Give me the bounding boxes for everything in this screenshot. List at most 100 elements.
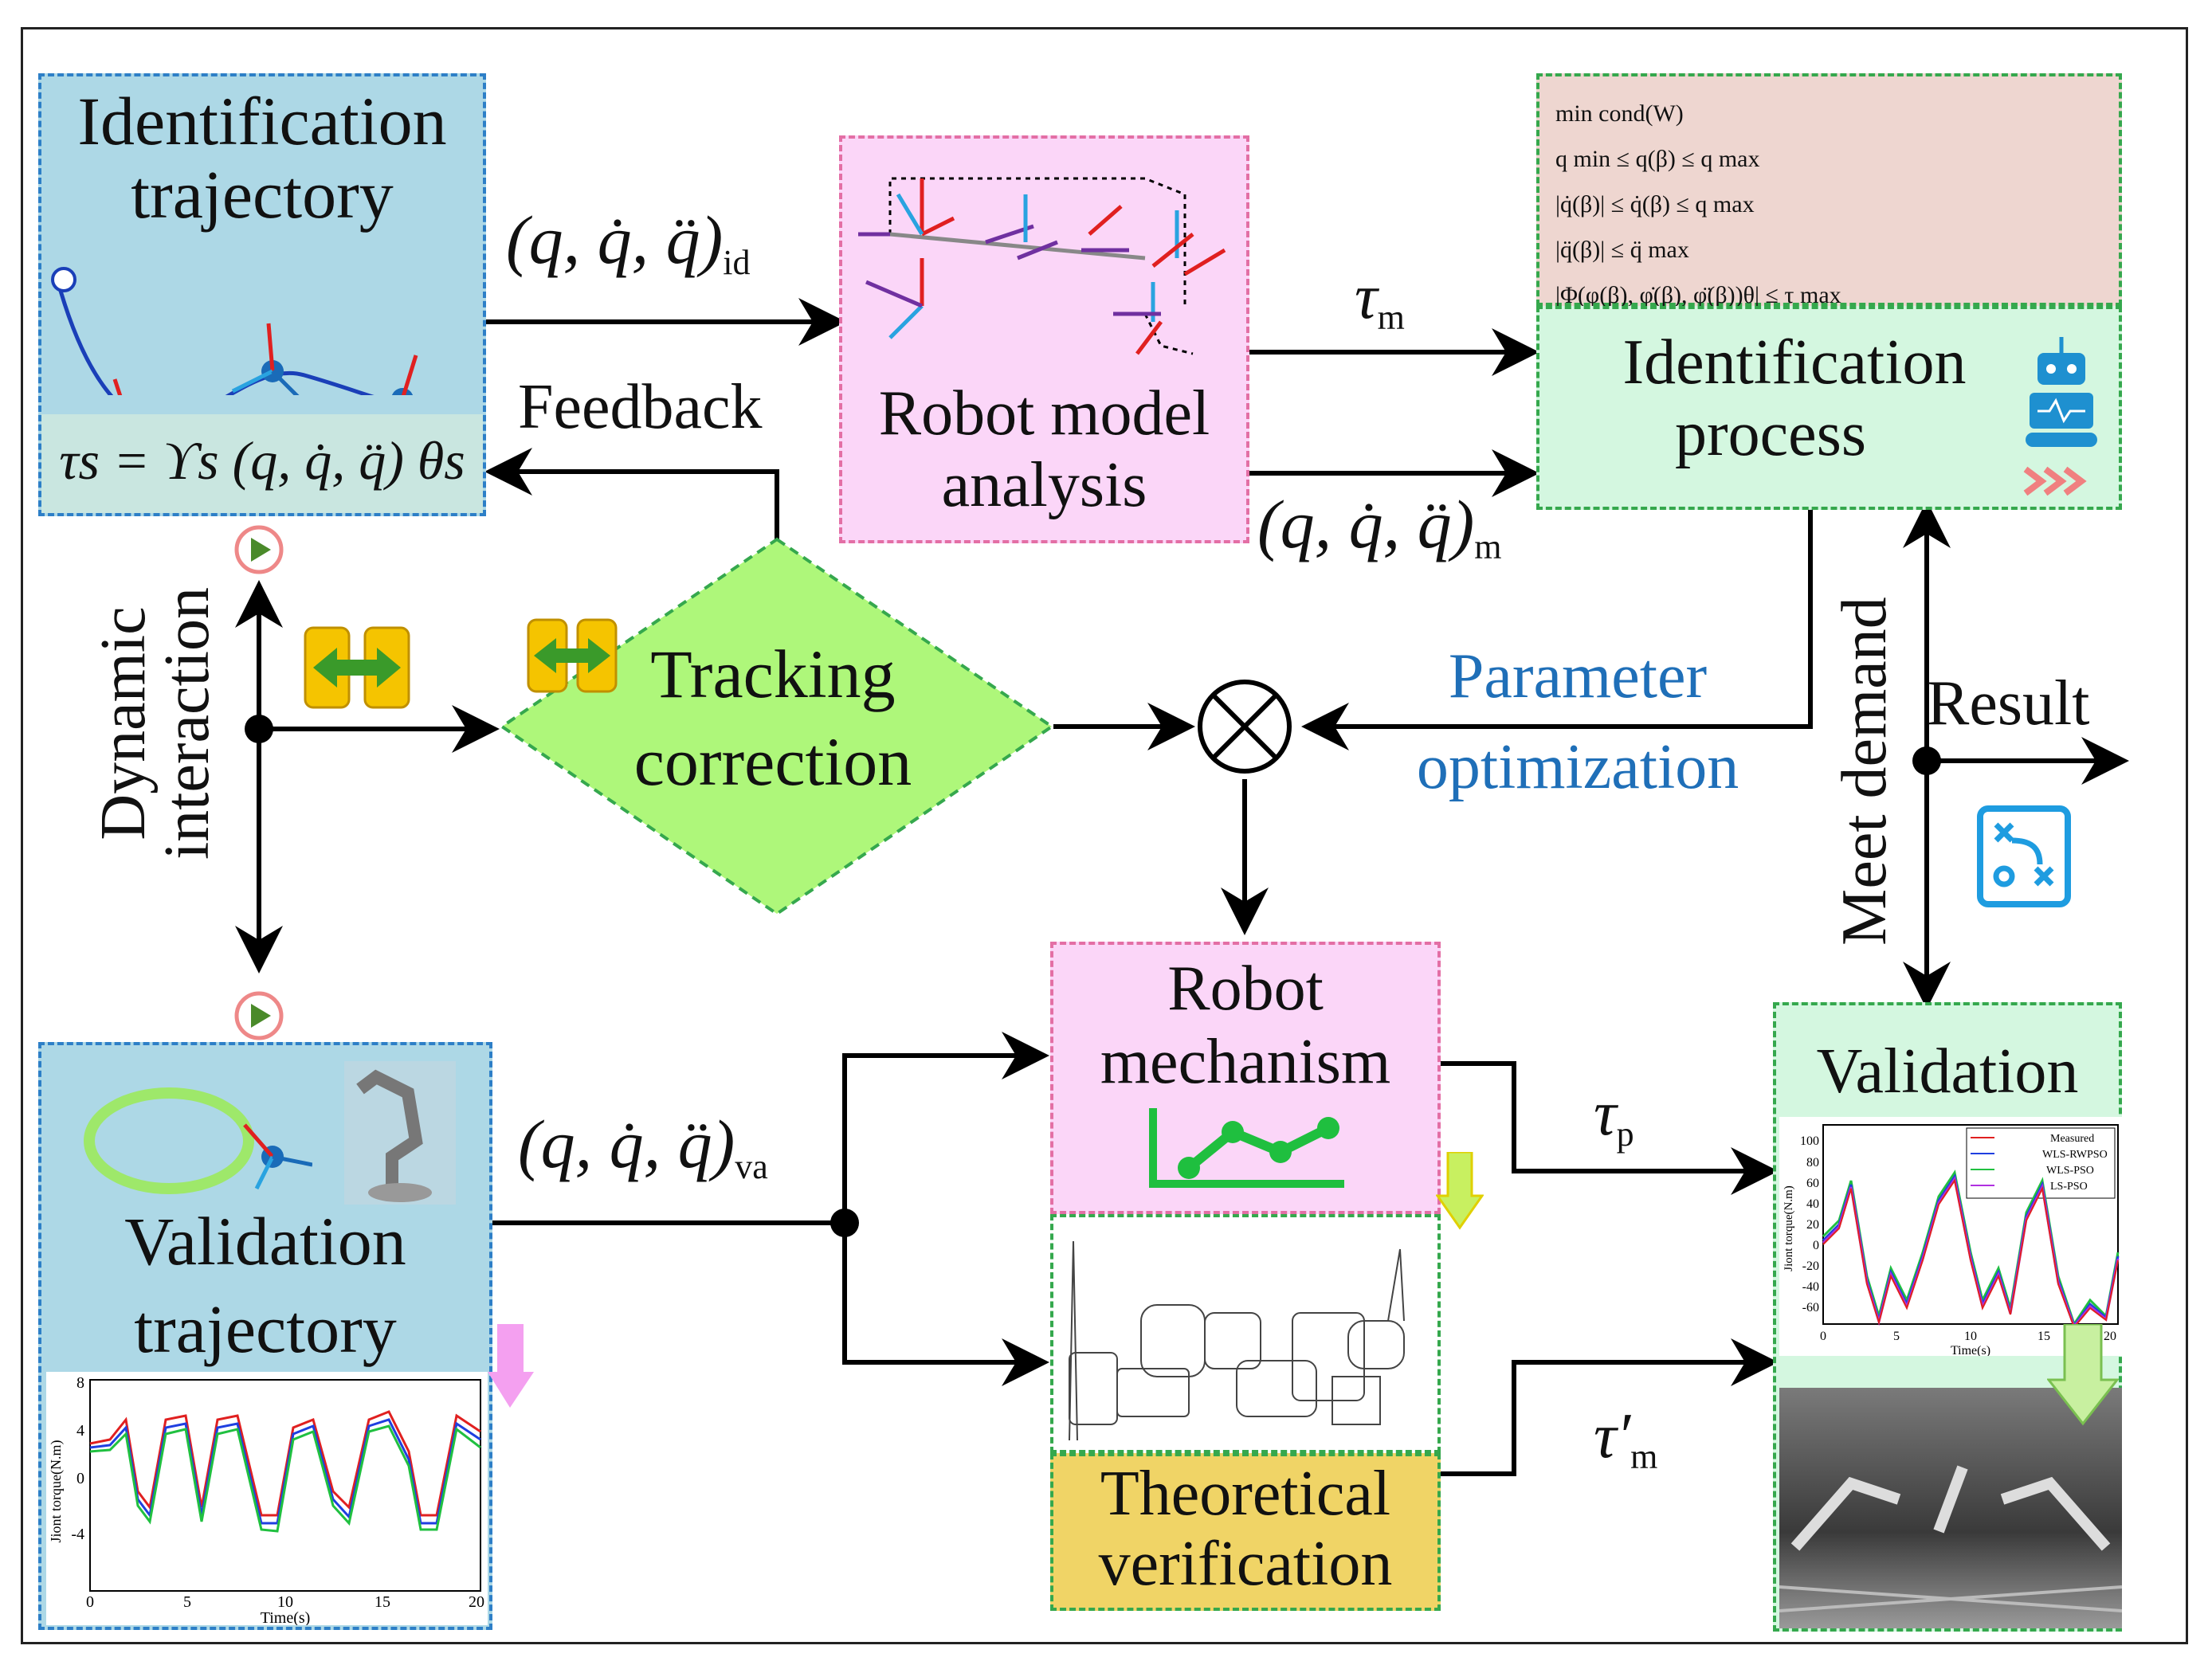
validation-result-plot: Measured WLS-RWPSO WLS-PSO LS-PSO 100 80… [1783, 1124, 2120, 1358]
ytick: 100 [1800, 1134, 1819, 1148]
ytick: -40 [1802, 1280, 1819, 1294]
ytick: 8 [76, 1374, 84, 1392]
label-parameter: Parameter [1448, 641, 1708, 711]
strategy-board-icon [1977, 805, 2071, 907]
identification-process-box: Identification process [1536, 306, 2122, 510]
validation-traj-plot: 8 4 0 -4 0 5 10 15 20 Time(s) Jiont torq… [48, 1374, 484, 1627]
junction-dot-bottom [830, 1209, 859, 1237]
mechanism-title-line2: mechanism [1100, 1027, 1391, 1097]
robot-model-title-line1: Robot model [878, 378, 1210, 449]
arrow-tau-p [1441, 1061, 1779, 1195]
sync-cylinders-icon-diamond [527, 618, 618, 693]
factory-photo [1779, 1388, 2123, 1628]
outer-frame [21, 27, 2188, 1644]
validation-result-chart: Measured WLS-RWPSO WLS-PSO LS-PSO 100 80… [1779, 1117, 2122, 1358]
theoretical-line2: verification [1098, 1529, 1393, 1599]
xtick: 20 [2104, 1330, 2116, 1343]
constraint-item: |Φ(φ(β), φ̇(β), φ̈(β))θ| ≤ τ max [1555, 282, 1841, 308]
ytick: 4 [76, 1422, 84, 1440]
robot-frames-diagram [858, 177, 1226, 355]
ytick: -4 [71, 1526, 84, 1543]
xtick: 0 [1820, 1330, 1826, 1343]
ytick: 80 [1806, 1156, 1819, 1169]
label-q-id: (q, q̇, q̈)id [506, 202, 751, 282]
label-tau-p: τp [1594, 1079, 1634, 1154]
xtick: 0 [86, 1593, 94, 1611]
validation-title: Validation [1816, 1036, 2079, 1107]
xtick: 10 [277, 1593, 293, 1611]
legend-item: WLS-RWPSO [2042, 1149, 2108, 1161]
xtick: 10 [1964, 1330, 1977, 1343]
ytick: 0 [1813, 1239, 1819, 1252]
play-icon-bottom [234, 991, 284, 1040]
constraint-item: |q̈(β)| ≤ q̈ max [1555, 237, 1689, 263]
ytick: 60 [1806, 1177, 1819, 1190]
robot-mechanism-box: Robot mechanism [1050, 942, 1484, 1230]
legend-item: WLS-PSO [2046, 1165, 2094, 1177]
junction-dot-left [245, 715, 273, 743]
validation-traj-title-line1: Validation [124, 1203, 406, 1279]
constraint-list: min cond(W) q min ≤ q(β) ≤ q max |q̇(β)|… [1555, 91, 1841, 318]
junction-dot-right [1912, 746, 1941, 775]
constraints-box: min cond(W) q min ≤ q(β) ≤ q max |q̇(β)|… [1536, 73, 2122, 308]
down-arrow-icon-pink [488, 1324, 534, 1408]
arrow-to-theoretical [842, 1223, 1049, 1386]
tracking-line2: correction [633, 723, 912, 800]
theoretical-verification-box: Theoretical verification [1050, 1453, 1441, 1611]
robot-photo-icon [344, 1061, 456, 1205]
label-result: Result [1927, 668, 2090, 739]
robot-arm-icon [1149, 1108, 1344, 1188]
legend-item: LS-PSO [2050, 1181, 2088, 1193]
chevrons-icon [2023, 466, 2087, 496]
robot-icon [2026, 337, 2097, 447]
xtick: 15 [375, 1593, 390, 1611]
constraint-item: |q̇(β)| ≤ q̇(β) ≤ q max [1555, 191, 1755, 217]
label-q-m: (q, q̇, q̈)m [1257, 486, 1502, 566]
arrow-to-mechanism [842, 1032, 1049, 1223]
y-axis-label: Jiont torque(N.m) [1783, 1185, 1795, 1271]
sync-cylinders-icon [304, 626, 410, 709]
arrow-feedback [484, 448, 779, 542]
loop-trajectory-icon [84, 1087, 312, 1194]
validation-result-box: Validation Measured WLS-RWPSO WLS-PSO LS… [1773, 1002, 2123, 1632]
constraint-item: q min ≤ q(β) ≤ q max [1555, 146, 1760, 172]
label-optimization: optimization [1416, 732, 1739, 802]
formula-band [41, 414, 483, 513]
ytick: 20 [1806, 1218, 1819, 1232]
ytick: 40 [1806, 1197, 1819, 1211]
xtick: 5 [1893, 1330, 1900, 1343]
play-icon-top [234, 525, 284, 574]
robot-model-analysis-box: Robot model analysis [839, 135, 1249, 543]
validation-traj-chart: 8 4 0 -4 0 5 10 15 20 Time(s) Jiont torq… [46, 1372, 488, 1627]
validation-trajectory-box: Validation trajectory 8 4 0 -4 0 5 10 15… [38, 1042, 534, 1630]
label-dynamic: Dynamic [88, 606, 159, 840]
tracking-line1: Tracking [650, 636, 896, 712]
arrow-tau-m2 [1441, 1338, 1779, 1476]
xtick: 15 [2037, 1330, 2050, 1343]
y-axis-label: Jiont torque(N.m) [48, 1440, 65, 1543]
ytick: -60 [1802, 1301, 1819, 1314]
robot-model-title-line2: analysis [941, 450, 1147, 520]
label-interaction: interaction [152, 586, 222, 860]
xtick: 5 [183, 1593, 191, 1611]
down-arrow-icon [1436, 1152, 1484, 1230]
identification-title-line1: Identification [77, 83, 447, 159]
process-title-line1: Identification [1622, 327, 1967, 398]
label-tau-m: τm [1355, 262, 1405, 337]
x-axis-label: Time(s) [1951, 1344, 1990, 1356]
identification-title-line2: trajectory [131, 156, 394, 233]
down-arrow-icon-green [2047, 1324, 2119, 1426]
xtick: 20 [469, 1593, 484, 1611]
label-meet-demand: Meet demand [1830, 597, 1900, 946]
robot-cad-drawing [1069, 1240, 1405, 1441]
factory-robots-illustration [1779, 1465, 2123, 1612]
theoretical-line1: Theoretical [1100, 1459, 1391, 1529]
legend-item: Measured [2050, 1133, 2094, 1145]
x-axis-label: Time(s) [261, 1609, 311, 1625]
summing-junction [1198, 680, 1292, 774]
label-tau-m-prime: τ′m [1594, 1401, 1658, 1476]
label-q-va: (q, q̇, q̈)va [518, 1106, 768, 1186]
trajectory-curve-icon [51, 267, 418, 395]
identification-trajectory-box: Identification trajectory τs = ϒs (q, q̇… [38, 73, 486, 516]
